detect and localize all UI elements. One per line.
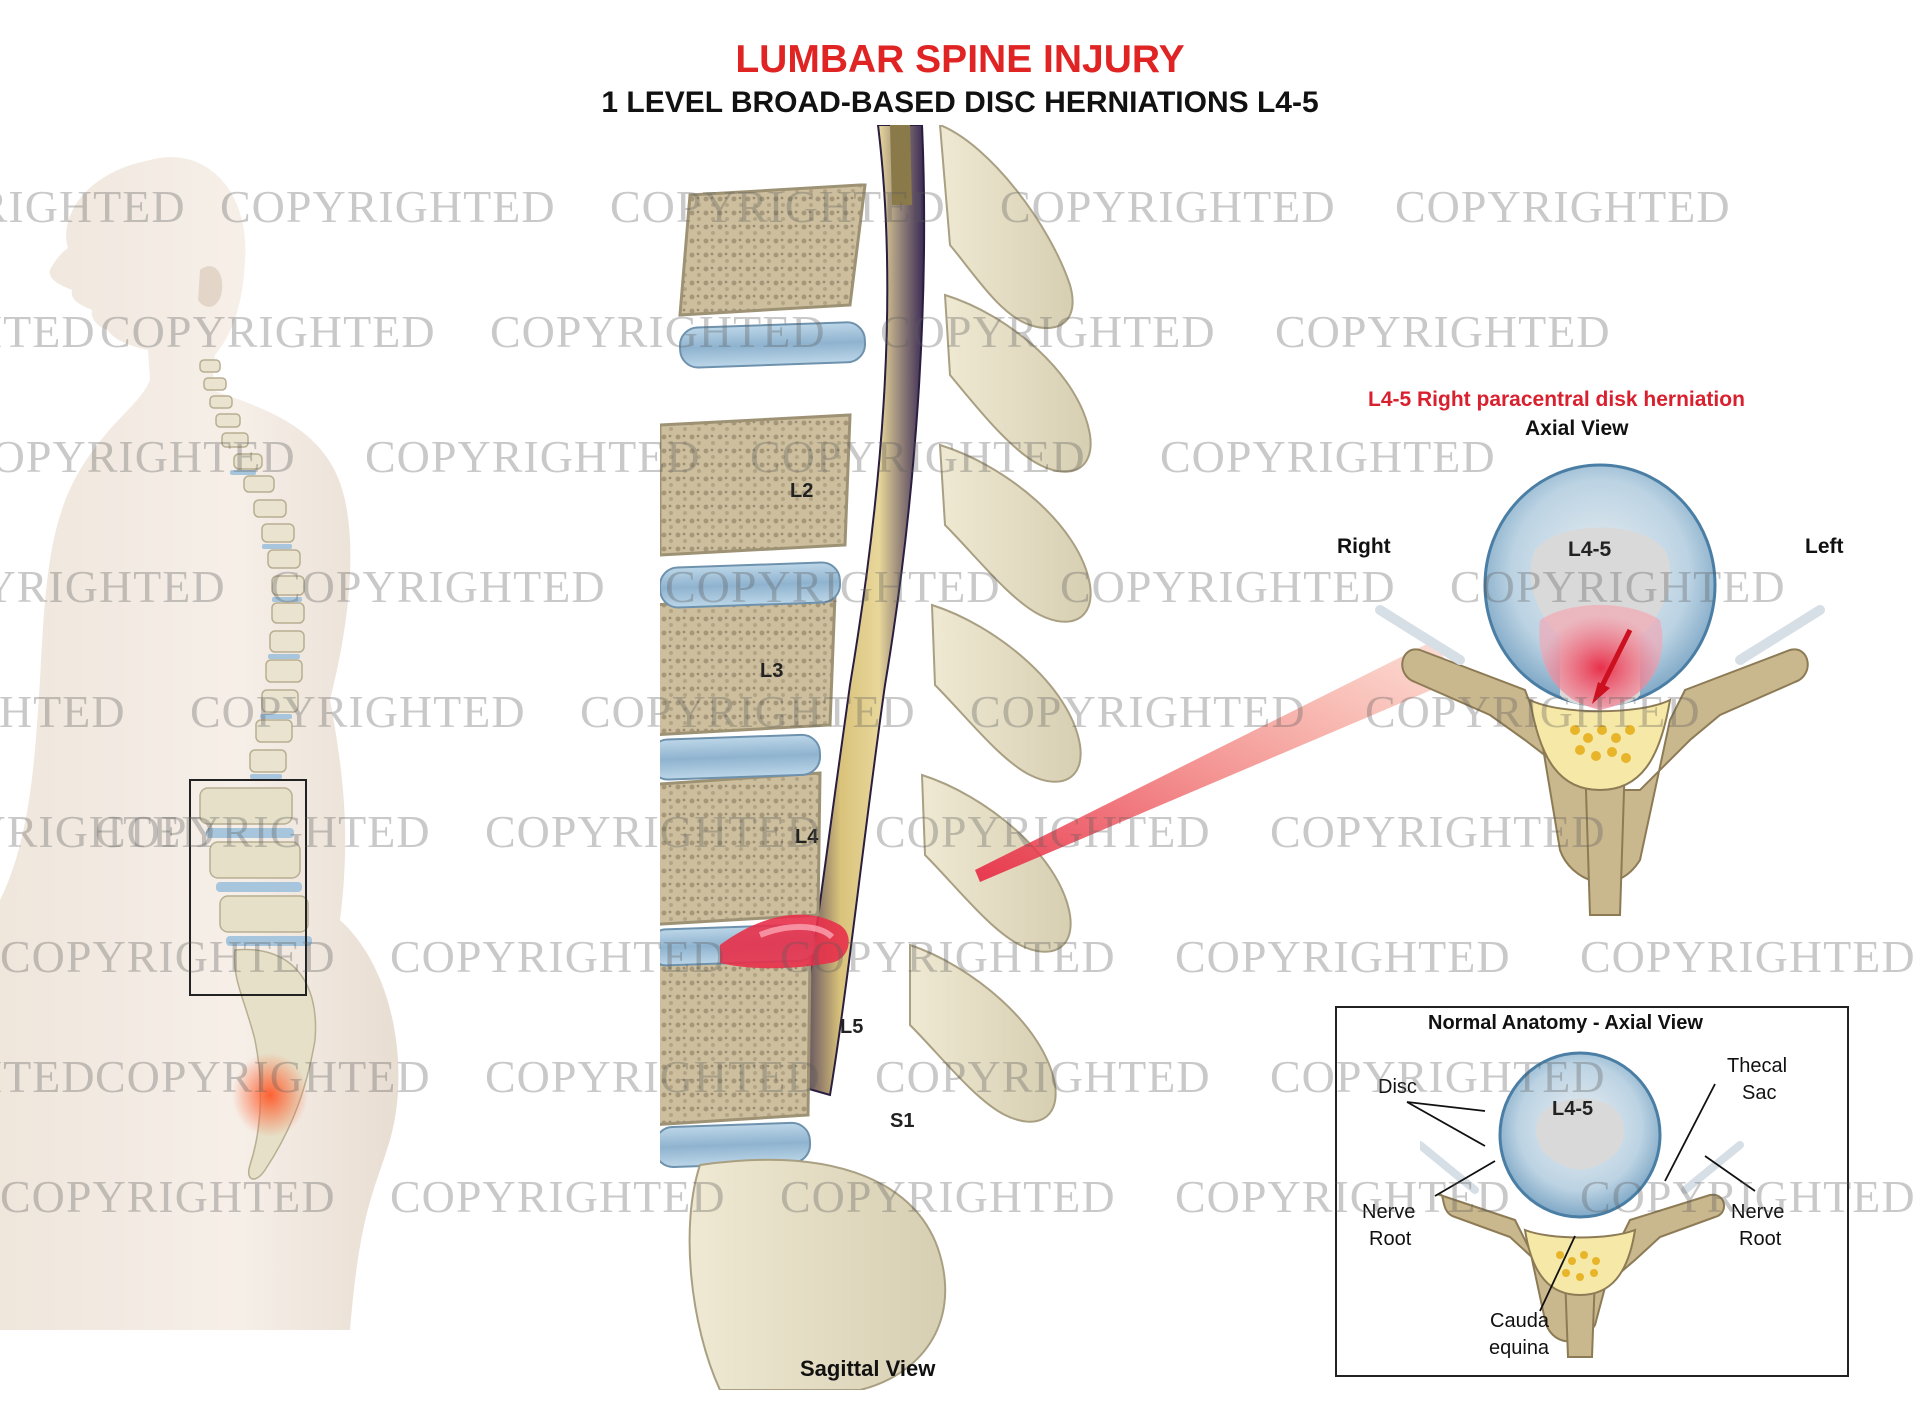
thecal-label-1: Thecal — [1727, 1055, 1788, 1077]
watermark: COPYRIGHTED — [1580, 931, 1916, 982]
cord-top — [890, 125, 912, 205]
thecal-label-2: Sac — [1742, 1082, 1777, 1104]
thecal-sac — [1528, 698, 1672, 792]
label-l2: L2 — [790, 480, 813, 502]
label-s1: S1 — [890, 1110, 914, 1132]
sacrum — [688, 1158, 947, 1390]
left-nerve-root — [1735, 605, 1825, 665]
sagittal-view-label: Sagittal View — [800, 1356, 936, 1381]
lumbar-region — [199, 787, 317, 1180]
nerve-right-label-2: Root — [1739, 1228, 1782, 1250]
spine-column — [199, 359, 305, 773]
normal-level-label: L4-5 — [1552, 1098, 1593, 1120]
cauda-label-2: equina — [1489, 1337, 1550, 1359]
nerve-left-label-1: Nerve — [1362, 1201, 1416, 1223]
normal-leader-lines — [1406, 1083, 1756, 1312]
watermark: COPYRIGHTED — [1275, 306, 1611, 357]
nerve-left-label-2: Root — [1369, 1228, 1412, 1250]
vertebral-bodies — [660, 183, 867, 1126]
nerve-right-label-1: Nerve — [1731, 1201, 1785, 1223]
axial-left-label: Left — [1805, 535, 1844, 558]
label-l4: L4 — [795, 826, 819, 848]
label-l5: L5 — [840, 1016, 863, 1038]
normal-anatomy-box — [1335, 1006, 1849, 1377]
body-outline — [0, 157, 399, 1330]
page-title: LUMBAR SPINE INJURY — [735, 38, 1185, 81]
axial-injury-figure: L4-5 — [1375, 463, 1825, 916]
body-silhouette-figure — [0, 157, 399, 1330]
right-nerve-root — [1375, 605, 1465, 665]
cauda-equina-injury — [1570, 725, 1635, 763]
axial-injury-subtitle: Axial View — [1525, 417, 1629, 440]
spine-discs — [230, 470, 302, 779]
herniated-disc — [720, 914, 849, 969]
lumbar-highlight-box — [189, 779, 307, 996]
watermark: COPYRIGHTED — [1175, 931, 1511, 982]
label-l3: L3 — [760, 660, 783, 682]
cauda-equina-normal — [1556, 1251, 1600, 1281]
herniation-arrow — [1597, 628, 1633, 692]
axial-level-label: L4-5 — [1568, 538, 1612, 561]
ear-shape — [198, 266, 223, 307]
cauda-label-1: Cauda — [1490, 1310, 1549, 1332]
vertebral-arch — [1401, 648, 1809, 884]
normal-axial-figure: L4-5 — [1420, 1051, 1744, 1358]
page-subtitle: 1 LEVEL BROAD-BASED DISC HERNIATIONS L4-… — [601, 86, 1319, 119]
sagittal-spine-figure: L2 L3 L4 L5 S1 — [660, 125, 1092, 1390]
axial-right-label: Right — [1337, 535, 1391, 558]
spinal-cord — [793, 125, 926, 1097]
axial-injury-title: L4-5 Right paracentral disk herniation — [1368, 388, 1745, 411]
disc-label: Disc — [1378, 1076, 1417, 1098]
intervertebral-discs — [660, 321, 867, 1168]
watermark: COPYRIGHTED — [1395, 181, 1731, 232]
normal-anatomy-title: Normal Anatomy - Axial View — [1428, 1012, 1703, 1034]
zoom-connector-beam — [975, 640, 1455, 882]
pain-highlight — [232, 1053, 308, 1137]
